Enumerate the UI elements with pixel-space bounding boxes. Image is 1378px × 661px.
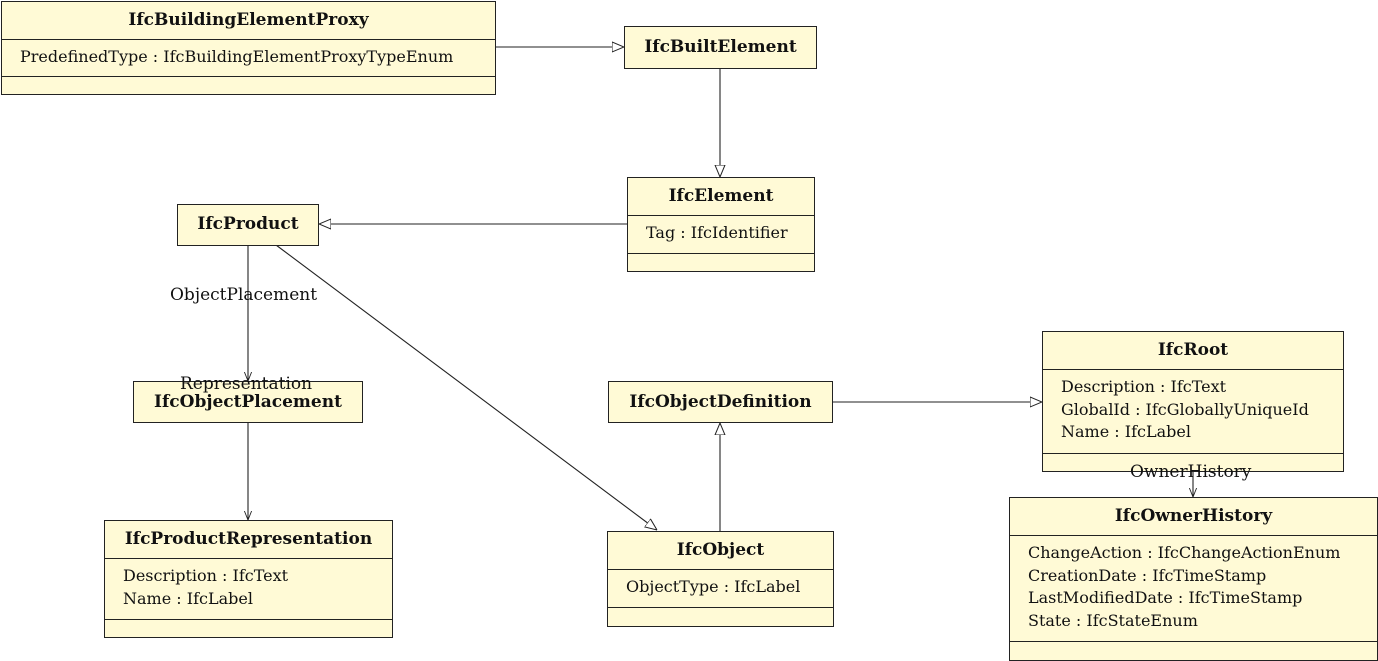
attribute: LastModifiedDate : IfcTimeStamp <box>1028 588 1303 607</box>
class-ifc-object[interactable]: IfcObject ObjectType : IfcLabel <box>607 531 834 627</box>
attribute: State : IfcStateEnum <box>1028 610 1198 630</box>
class-name: IfcProductRepresentation <box>124 529 373 549</box>
attribute-list: PredefinedType : IfcBuildingElementProxy… <box>2 39 495 76</box>
attribute-list: Tag : IfcIdentifier <box>628 215 814 253</box>
class-name: IfcProduct <box>197 214 299 234</box>
class-name: IfcObject <box>676 540 765 560</box>
class-name: IfcBuiltElement <box>644 37 797 57</box>
attribute: ChangeAction : IfcChangeActionEnum <box>1028 543 1341 562</box>
attribute: PredefinedType : IfcBuildingElementProxy… <box>20 47 454 66</box>
operation-compartment <box>628 253 814 272</box>
association-label-object-placement: ObjectPlacement <box>170 285 318 305</box>
class-ifc-building-element-proxy[interactable]: IfcBuildingElementProxy PredefinedType :… <box>1 1 496 95</box>
operation-compartment <box>1043 453 1343 472</box>
attribute-list: Description : IfcText GlobalId : IfcGlob… <box>1043 369 1343 453</box>
attribute: ObjectType : IfcLabel <box>626 577 801 596</box>
attribute: Description : IfcText <box>123 566 289 585</box>
class-ifc-built-element[interactable]: IfcBuiltElement <box>624 26 817 69</box>
association-label-owner-history: OwnerHistory <box>1130 462 1252 482</box>
class-ifc-root[interactable]: IfcRoot Description : IfcText GlobalId :… <box>1042 331 1344 472</box>
attribute: GlobalId : IfcGloballyUniqueId <box>1061 399 1309 419</box>
class-name: IfcOwnerHistory <box>1114 506 1273 526</box>
class-ifc-element[interactable]: IfcElement Tag : IfcIdentifier <box>627 177 815 272</box>
attribute: Name : IfcLabel <box>123 588 253 608</box>
operation-compartment <box>2 76 495 95</box>
generalization-product-to-object <box>275 244 657 530</box>
class-name: IfcObjectDefinition <box>629 392 812 412</box>
class-name: IfcObjectPlacement <box>154 392 342 412</box>
class-ifc-product[interactable]: IfcProduct <box>177 204 319 246</box>
attribute: Description : IfcText <box>1061 377 1227 396</box>
operation-compartment <box>105 619 392 638</box>
class-ifc-owner-history[interactable]: IfcOwnerHistory ChangeAction : IfcChange… <box>1009 497 1378 661</box>
operation-compartment <box>608 607 833 627</box>
operation-compartment <box>1010 641 1377 661</box>
class-name: IfcRoot <box>1157 340 1229 360</box>
class-ifc-object-definition[interactable]: IfcObjectDefinition <box>608 381 833 423</box>
class-ifc-product-representation[interactable]: IfcProductRepresentation Description : I… <box>104 520 393 638</box>
attribute-list: ChangeAction : IfcChangeActionEnum Creat… <box>1010 535 1377 641</box>
attribute: Tag : IfcIdentifier <box>646 223 788 242</box>
class-name: IfcBuildingElementProxy <box>128 10 369 30</box>
attribute: Name : IfcLabel <box>1061 422 1191 441</box>
attribute: CreationDate : IfcTimeStamp <box>1028 565 1267 585</box>
class-ifc-object-placement[interactable]: IfcObjectPlacement <box>133 381 363 423</box>
attribute-list: ObjectType : IfcLabel <box>608 569 833 607</box>
attribute-list: Description : IfcText Name : IfcLabel <box>105 558 392 619</box>
class-name: IfcElement <box>668 186 774 206</box>
association-label-representation: Representation <box>180 374 313 394</box>
